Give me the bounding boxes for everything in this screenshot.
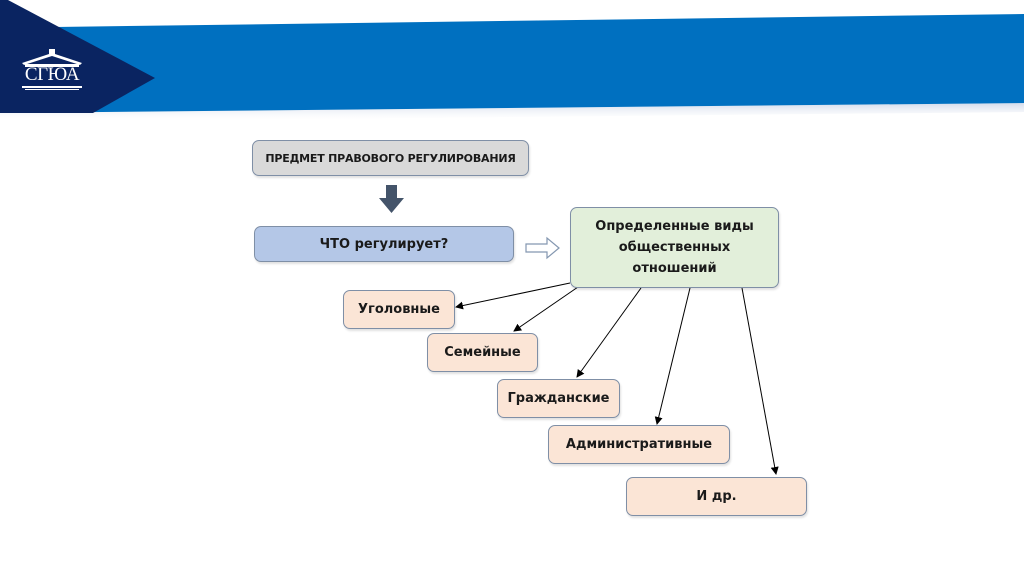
connector-arrow-family [513,286,579,332]
type-box-criminal: Уголовные [343,290,455,329]
type-box-label: И др. [696,489,737,504]
down-arrow-icon [379,185,404,213]
type-box-label: Гражданские [507,391,610,406]
connector-arrow-administrative [654,287,691,425]
question-box-label: ЧТО регулирует? [319,236,449,252]
type-box-other: И др. [626,477,807,516]
question-box: ЧТО регулирует? [254,226,514,262]
header-banner [0,0,1024,122]
type-box-label: Семейные [444,345,521,360]
type-box-family: Семейные [427,333,538,372]
type-box-administrative: Административные [548,425,730,464]
connector-arrow-civil [576,287,642,378]
connector-arrow-criminal [455,282,571,310]
type-box-civil: Гражданские [497,379,620,418]
subject-box: ПРЕДМЕТ ПРАВОВОГО РЕГУЛИРОВАНИЯ [252,140,529,176]
logo-text: СГЮА [24,64,80,85]
relations-box: Определенные виды общественных отношений [570,207,779,288]
header-blue-band [0,14,1024,113]
header-shadow [0,103,1024,122]
connector-arrow-other [741,287,779,475]
type-box-label: Уголовные [358,302,440,317]
type-box-label: Административные [565,437,713,452]
logo-building-icon [22,49,82,90]
right-hollow-arrow-icon [525,236,560,260]
subject-box-label: ПРЕДМЕТ ПРАВОВОГО РЕГУЛИРОВАНИЯ [265,151,516,165]
header-navy-chevron [0,0,155,113]
relations-box-label: Определенные виды общественных отношений [595,219,754,276]
